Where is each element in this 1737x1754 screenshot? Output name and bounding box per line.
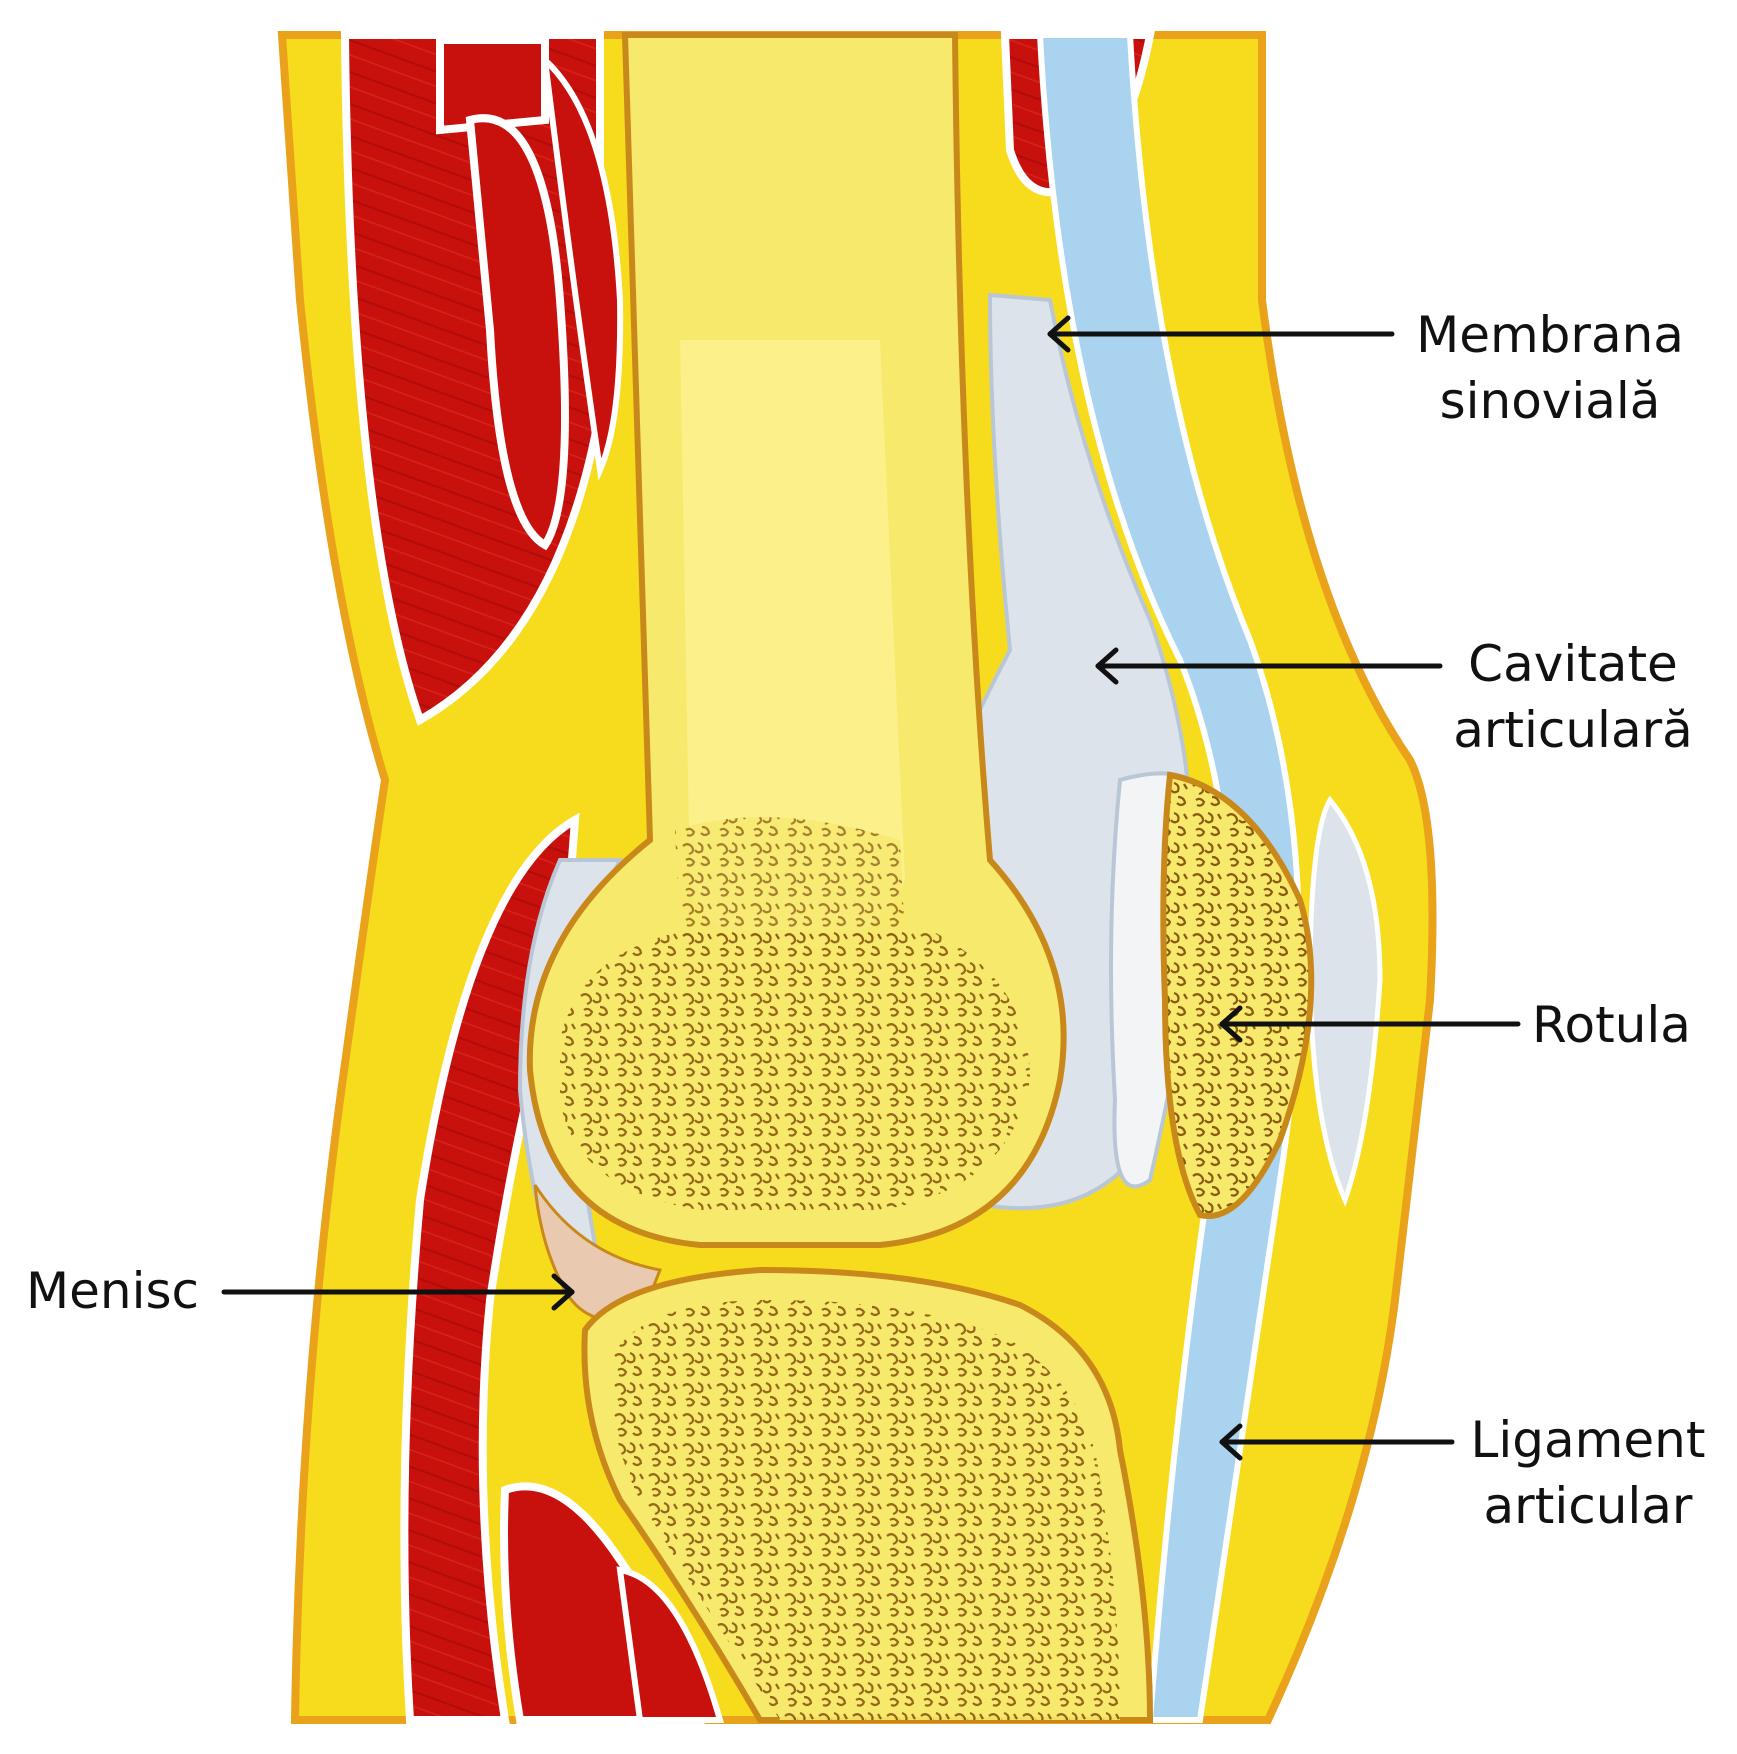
arrow-ligament (1219, 1423, 1455, 1461)
infrapatellar-fat (1050, 1230, 1190, 1380)
patellar-ligament (1036, 32, 1303, 1723)
label-meniscus-line1: Menisc (26, 1262, 200, 1320)
femur-medullary-cavity (680, 340, 905, 950)
label-ligament-line1: Ligament (1470, 1411, 1706, 1469)
label-patella: Rotula (1532, 992, 1691, 1058)
label-ligament-line2: articular (1483, 1477, 1693, 1535)
label-cavity-line2: articulară (1453, 701, 1693, 759)
annotation-arrows (221, 315, 1521, 1461)
label-synovial-line1: Membrana (1416, 306, 1684, 364)
label-ligament: Ligament articular (1458, 1407, 1718, 1539)
label-joint-cavity: Cavitate articulară (1440, 631, 1706, 763)
label-synovial-line2: sinovială (1439, 372, 1661, 430)
arrow-synovial-membrane (1047, 315, 1395, 353)
thigh-muscles (340, 31, 624, 726)
femur-spongy-upper (675, 817, 905, 940)
patella-bone (1160, 771, 1315, 1220)
femur-spongy-bone (560, 930, 1030, 1210)
arrow-patella (1219, 1005, 1521, 1043)
label-cavity-line1: Cavitate (1468, 635, 1678, 693)
prepatellar-bursa (1307, 795, 1383, 1207)
tibia-spongy-bone (609, 1300, 1120, 1720)
arrow-joint-cavity (1095, 647, 1443, 685)
arrow-meniscus (221, 1273, 575, 1311)
label-patella-line1: Rotula (1532, 996, 1691, 1054)
label-synovial-membrane: Membrana sinovială (1405, 302, 1695, 434)
label-meniscus: Menisc (26, 1258, 199, 1324)
